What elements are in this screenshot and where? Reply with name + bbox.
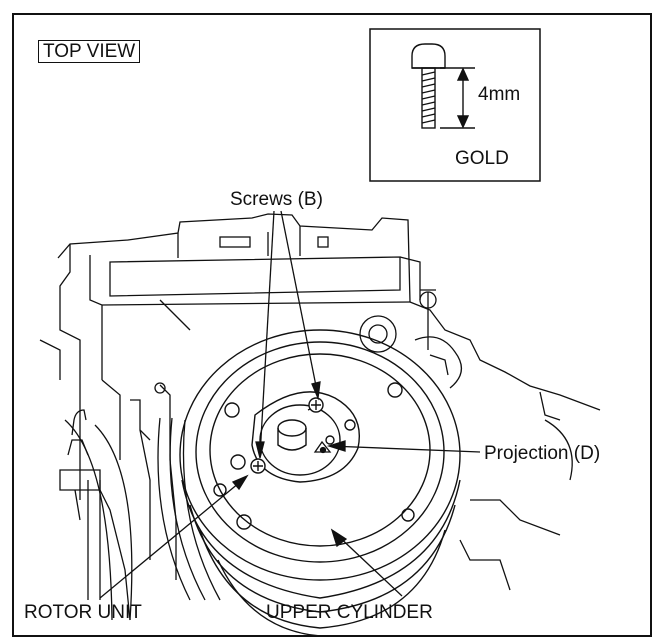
screw-head-icon-2 [250, 458, 266, 474]
rotor-unit-callout: ROTOR UNIT [24, 602, 142, 623]
screw-head-icon [308, 397, 324, 413]
projection-mark [313, 440, 332, 454]
outer-border [12, 13, 652, 637]
upper-cylinder-drawing [179, 329, 461, 637]
screw-detail-icon [411, 43, 475, 129]
dimension-arrow [456, 67, 470, 129]
rotor-unit-drawing [251, 391, 360, 483]
screw-length-label: 4mm [478, 84, 521, 105]
screw-color-label: GOLD [455, 148, 509, 169]
screw-detail-box [369, 28, 541, 182]
chassis-drawing [39, 213, 601, 621]
screws-callout: Screws (B) [230, 189, 323, 210]
view-label: TOP VIEW [38, 40, 141, 63]
cable-connector [71, 409, 101, 600]
projection-callout: Projection (D) [484, 443, 601, 464]
upper-cylinder-callout: UPPER CYLINDER [266, 602, 433, 623]
leader-lines [99, 210, 481, 599]
